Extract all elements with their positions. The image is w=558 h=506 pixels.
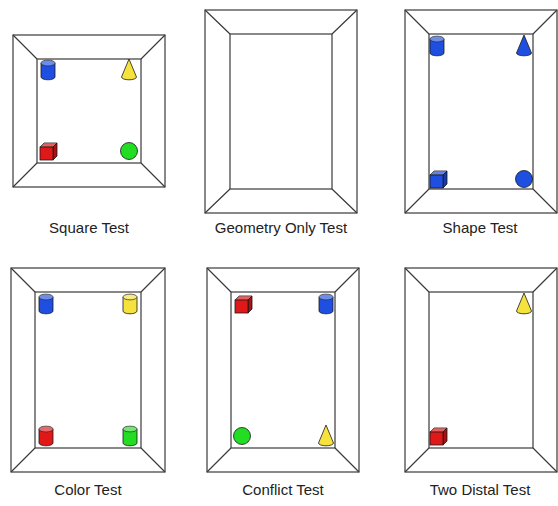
test-room: Two Distal Test (404, 268, 556, 500)
test-room: Square Test (13, 35, 165, 238)
room-outlines (11, 10, 557, 472)
test-caption: Shape Test (443, 218, 518, 238)
test-room: Geometry Only Test (205, 10, 357, 238)
test-caption: Two Distal Test (430, 480, 531, 500)
test-caption: Square Test (49, 218, 129, 238)
landmark-objects (39, 35, 533, 446)
test-caption: Geometry Only Test (215, 218, 347, 238)
test-room: Shape Test (404, 10, 556, 238)
test-room: Color Test (11, 268, 165, 500)
test-caption: Color Test (54, 480, 121, 500)
test-room: Conflict Test (207, 268, 359, 500)
test-caption: Conflict Test (242, 480, 323, 500)
